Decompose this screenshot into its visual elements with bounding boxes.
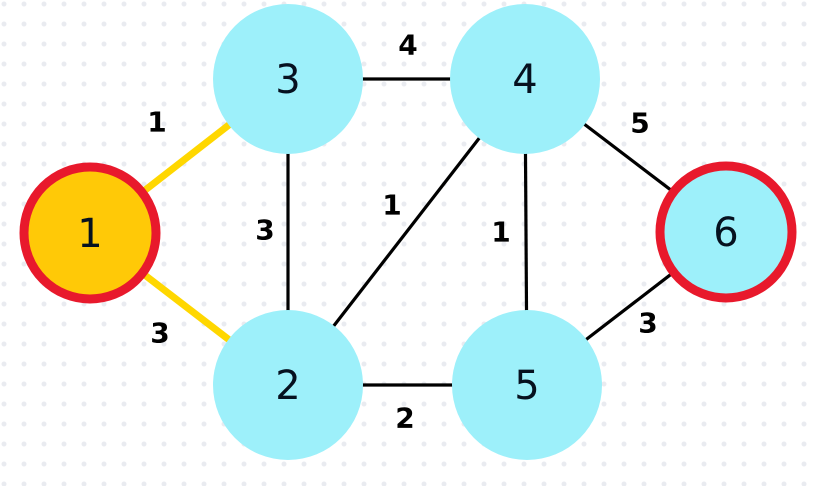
edge-weight-1-3: 1	[147, 106, 166, 139]
node-3[interactable]	[213, 4, 363, 154]
node-label-4: 4	[512, 57, 537, 103]
edge-labels-layer: 1 3 4 3 1 1 5 2 3	[147, 29, 657, 435]
edge-1-2	[141, 271, 233, 344]
edge-weight-3-4: 4	[398, 29, 417, 62]
node-5[interactable]	[452, 310, 602, 460]
edge-weight-2-4: 1	[382, 189, 401, 222]
node-label-1: 1	[77, 211, 102, 257]
node-label-2: 2	[275, 363, 300, 409]
nodes-layer: 1 2 3 4 5 6	[19, 4, 797, 460]
edge-4-6	[582, 121, 673, 193]
node-1[interactable]	[19, 162, 161, 304]
edge-weight-4-5: 1	[491, 216, 510, 249]
edge-4-5	[523, 151, 529, 313]
edge-weight-3-2: 3	[255, 214, 274, 247]
edge-1-3	[141, 121, 233, 195]
edge-weight-1-2: 3	[150, 317, 169, 350]
node-label-3: 3	[275, 57, 300, 103]
edge-weight-2-5: 2	[395, 402, 414, 435]
node-6[interactable]	[655, 161, 797, 303]
edge-2-4	[331, 135, 482, 329]
edge-weight-5-6: 3	[638, 307, 657, 340]
node-4[interactable]	[450, 4, 600, 154]
edge-weight-4-6: 5	[630, 107, 649, 140]
node-label-5: 5	[514, 363, 539, 409]
node-2[interactable]	[213, 310, 363, 460]
edge-5-6	[583, 272, 674, 342]
edges-layer	[141, 77, 674, 387]
node-label-6: 6	[713, 210, 738, 256]
